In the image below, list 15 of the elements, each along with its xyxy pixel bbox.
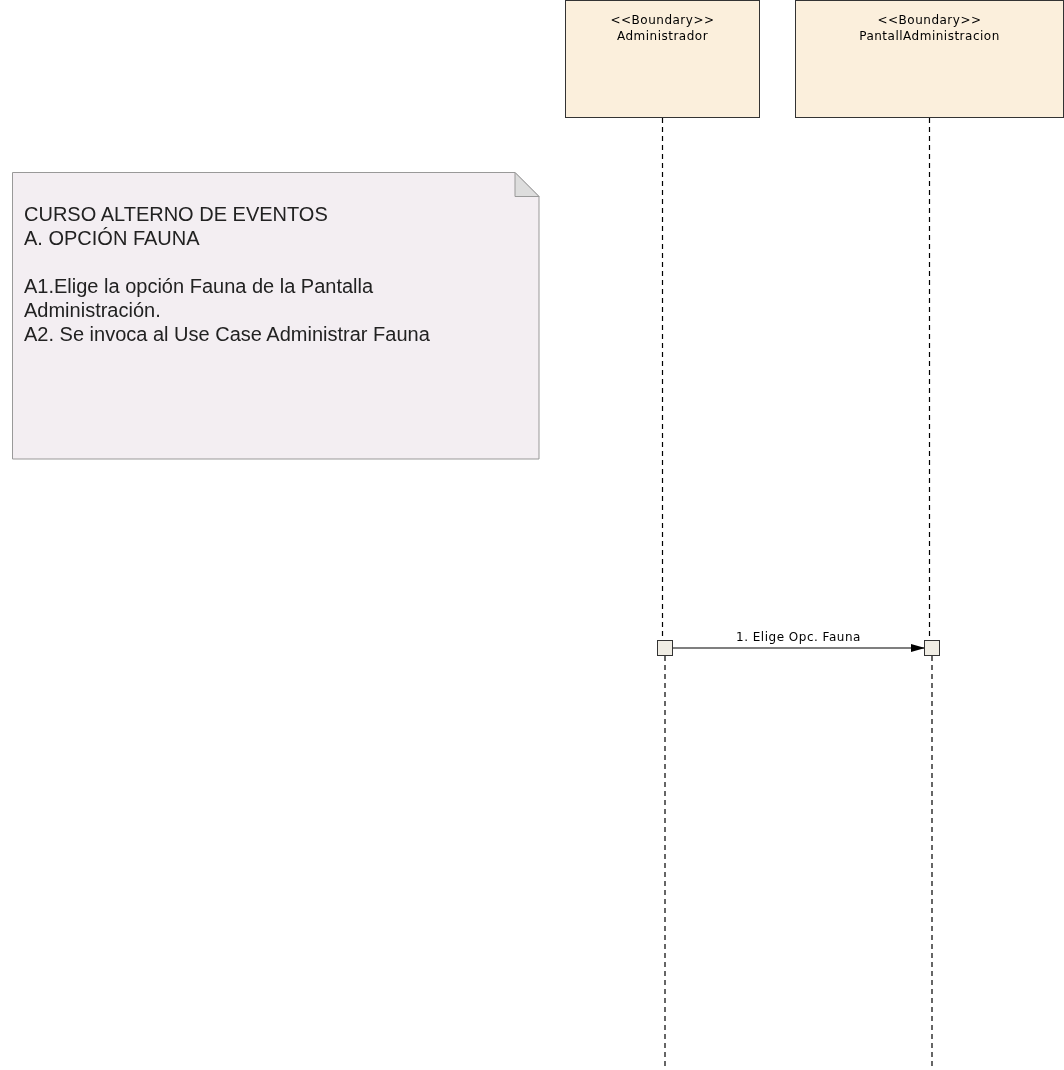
lifeline-name: Administrador: [616, 29, 709, 43]
note-text: A1.Elige la opción Fauna de la Pantalla Administración.: [24, 274, 375, 322]
lifeline-name: PantallAdministracion: [859, 29, 1000, 43]
message-arrow: [672, 644, 925, 652]
message-label: 1. Elige Opc. Fauna: [734, 630, 863, 644]
lifeline-head-box: [795, 0, 1064, 118]
activation-box: [924, 640, 940, 656]
note-card: [12, 172, 540, 460]
lifeline-head-box: [565, 0, 760, 118]
stereotype-label: <<Boundary>>: [877, 13, 982, 27]
note-text: A2. Se invoca al Use Case Administrar Fauna: [24, 322, 430, 346]
note-heading: CURSO ALTERNO DE EVENTOS: [24, 202, 328, 226]
stereotype-label: <<Boundary>>: [610, 13, 715, 27]
activation-box: [657, 640, 673, 656]
note-heading: A. OPCIÓN FAUNA: [24, 226, 200, 250]
